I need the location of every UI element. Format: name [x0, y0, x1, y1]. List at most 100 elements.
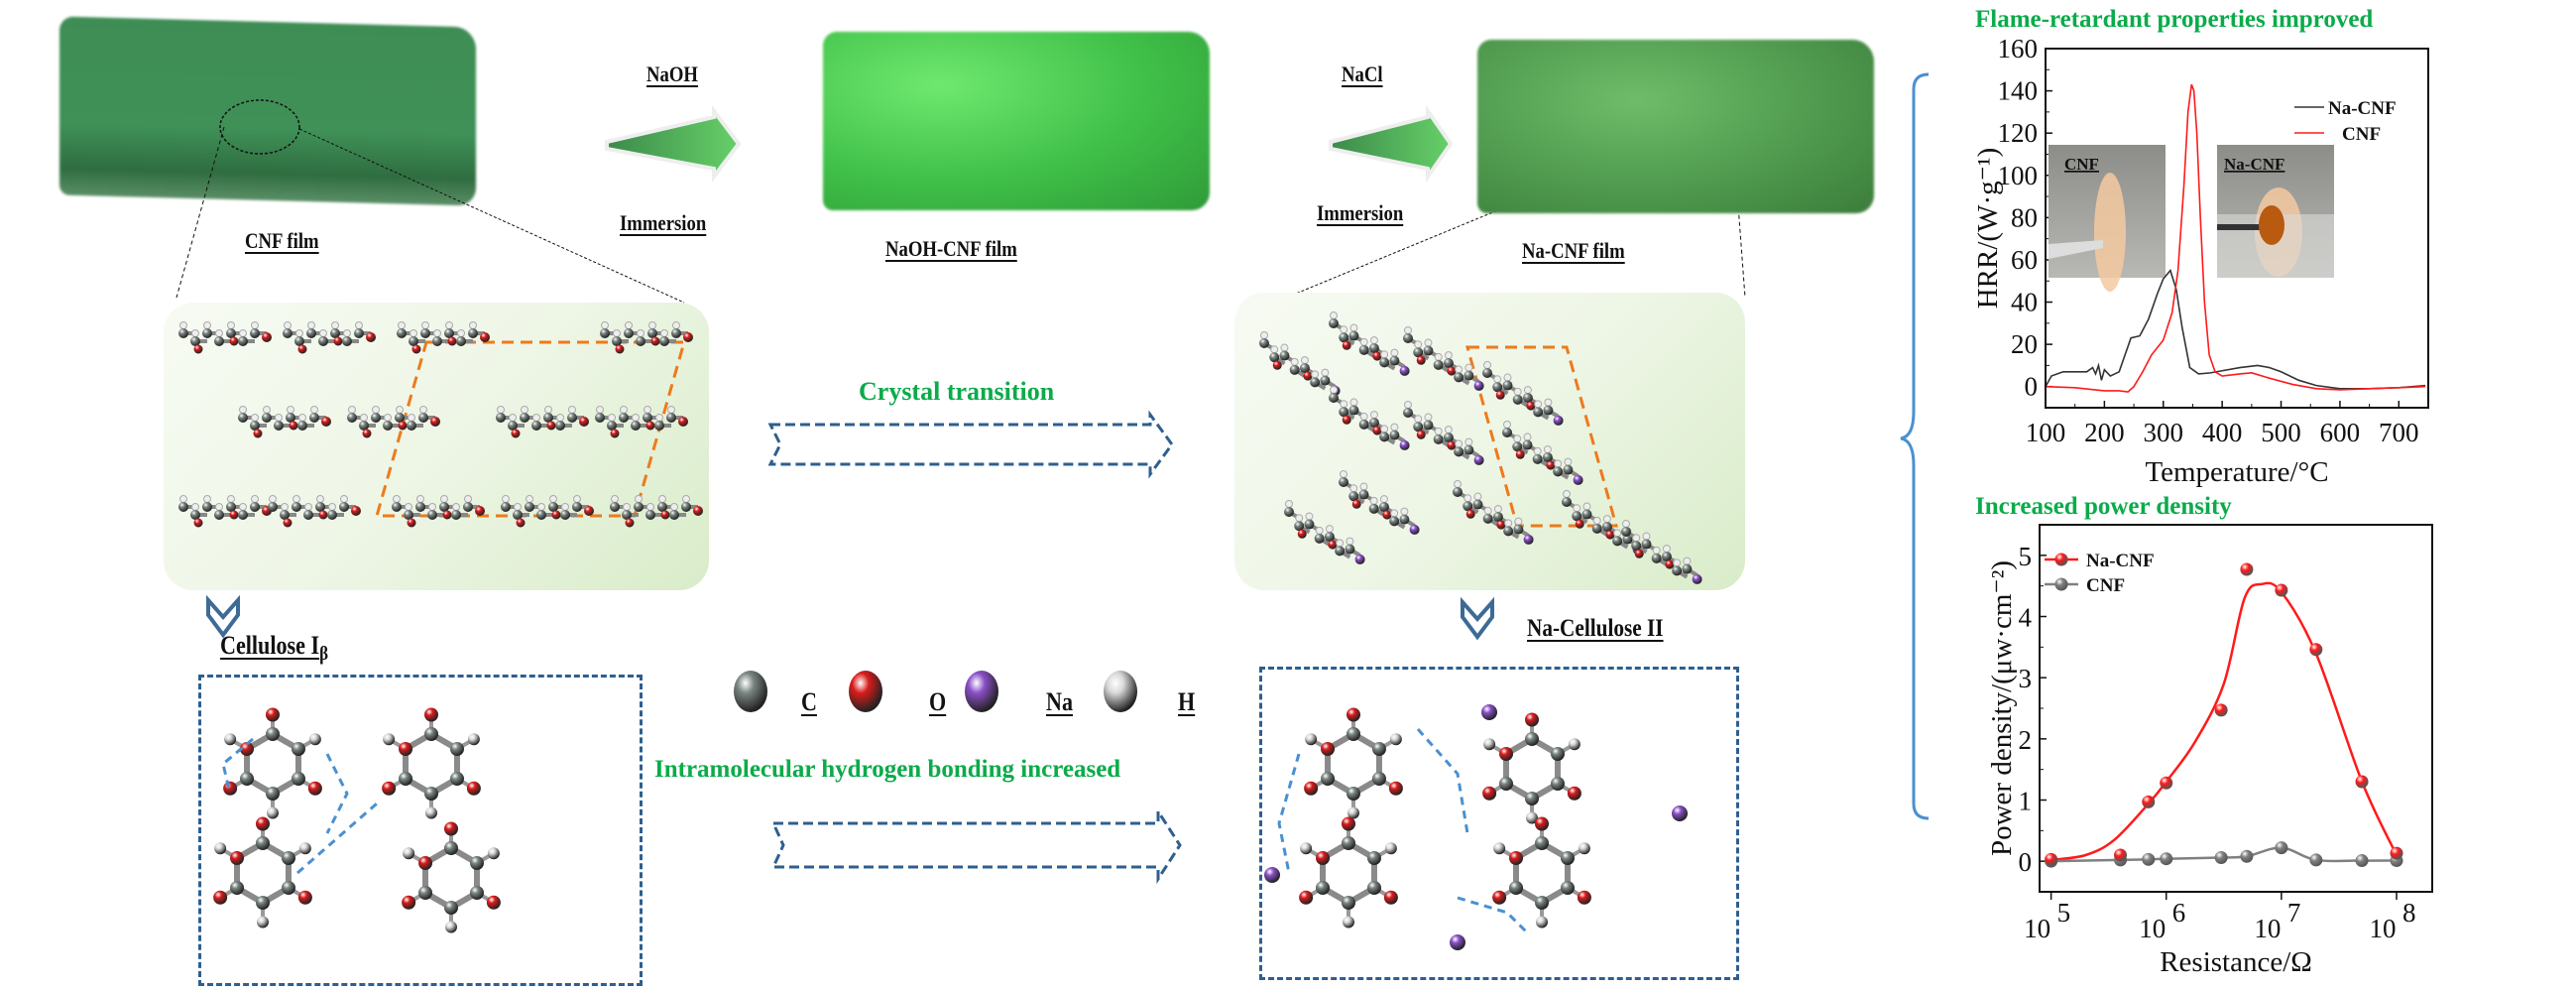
atom-c: [681, 502, 691, 512]
atom-c: [1499, 747, 1514, 761]
data-point-na-cnf: [2114, 848, 2128, 862]
atom-o: [625, 518, 635, 528]
atom-o: [683, 332, 693, 342]
hydrogen-bond: [221, 737, 254, 795]
atom-h: [1503, 373, 1512, 382]
atom-c: [1472, 499, 1483, 510]
atom-o: [266, 707, 280, 722]
atom-o: [1634, 549, 1644, 558]
bracket-line: [1900, 72, 1930, 820]
atom-c: [339, 502, 349, 512]
x-tick-label: 10: [2370, 914, 2397, 943]
atom-o: [645, 421, 655, 431]
atom-c: [280, 510, 290, 520]
atom-h: [1390, 509, 1399, 518]
atom-c: [1553, 466, 1564, 477]
x-tick-label: 400: [2202, 418, 2243, 447]
atom-h: [179, 495, 187, 503]
atom-h: [655, 414, 663, 422]
atom-o: [480, 332, 490, 342]
atom-h: [620, 406, 628, 414]
atom-c: [1492, 512, 1503, 523]
atom-c: [1423, 345, 1434, 356]
atom-h: [1523, 433, 1532, 441]
zoom-line: [176, 126, 225, 299]
x-tick-exponent: 5: [2057, 898, 2071, 928]
atom-h: [1455, 439, 1464, 448]
data-point-na-cnf: [2160, 776, 2173, 790]
atom-h: [521, 406, 528, 414]
film-label-na-cnf: Na-CNF film: [1522, 238, 1625, 263]
atom-o: [1492, 890, 1507, 905]
atom-na: [1672, 805, 1688, 821]
atom-h: [1347, 806, 1359, 819]
atom-c: [1601, 522, 1612, 533]
film-label-cnf: CNF film: [245, 228, 319, 253]
atom-h: [328, 503, 336, 511]
atom-h: [421, 321, 429, 329]
atom-h: [1290, 357, 1299, 366]
atom-c: [1525, 792, 1539, 805]
y-tick-label: 0: [2025, 372, 2039, 402]
atom-c: [1368, 343, 1379, 354]
atom-c: [1413, 347, 1424, 358]
atom-c: [238, 510, 248, 520]
atom-c: [1464, 444, 1474, 455]
atom-h: [1514, 517, 1523, 526]
sample-holder: [2049, 240, 2103, 259]
atom-h: [316, 495, 324, 503]
atom-c: [1379, 432, 1390, 442]
atom-h: [1359, 412, 1368, 421]
molecular-structures: [178, 311, 1702, 950]
atom-h: [227, 321, 235, 329]
atom-h: [360, 414, 368, 422]
atom-c: [600, 328, 610, 338]
atom-h: [1285, 500, 1293, 508]
unit-cell-right: [1465, 345, 1618, 528]
atom-c: [624, 328, 634, 338]
atom-c: [1347, 727, 1360, 741]
flame-icon: [2094, 173, 2126, 292]
atom-h: [1424, 413, 1433, 422]
atom-c: [543, 413, 553, 423]
atom-h: [1321, 368, 1330, 377]
atom-h: [1340, 470, 1347, 478]
atom-c: [449, 742, 464, 756]
atom-o: [424, 707, 438, 722]
atom-ball-c: [734, 671, 767, 712]
atom-h: [526, 495, 533, 503]
atom-h: [1673, 558, 1682, 567]
atom-h: [1380, 350, 1389, 359]
x-tick-label: 700: [2379, 418, 2419, 447]
atom-h: [637, 329, 644, 337]
atom-h: [1613, 529, 1622, 538]
atom-c: [230, 881, 245, 895]
atom-o: [1526, 401, 1536, 411]
atom-h: [623, 503, 631, 511]
flame-photo-inset: CNF: [2049, 145, 2166, 292]
atom-c: [418, 886, 433, 900]
atom-c: [256, 896, 270, 910]
legend-label: CNF: [2342, 124, 2381, 145]
atom-h: [298, 414, 306, 422]
atom-c: [1502, 428, 1512, 437]
y-tick-label: 1: [2019, 787, 2033, 816]
hydrogen-bond: [325, 753, 349, 834]
atom-c: [1562, 497, 1572, 507]
atom-o: [447, 336, 457, 346]
atom-h: [1340, 400, 1348, 409]
step-2-reagent: NaCl: [1342, 62, 1383, 86]
atom-c: [1542, 452, 1553, 463]
atom-h: [1414, 340, 1423, 349]
data-point-na-cnf: [2240, 562, 2254, 576]
atom-h: [682, 495, 690, 503]
atom-h: [1270, 345, 1279, 354]
zoom-line: [1732, 138, 1746, 299]
atom-c: [1512, 441, 1523, 452]
atom-o: [1515, 449, 1525, 459]
atom-h: [1384, 842, 1397, 855]
atom-c: [342, 336, 352, 346]
atom-h: [287, 406, 294, 414]
atom-h: [1454, 480, 1462, 488]
atom-h: [544, 406, 552, 414]
